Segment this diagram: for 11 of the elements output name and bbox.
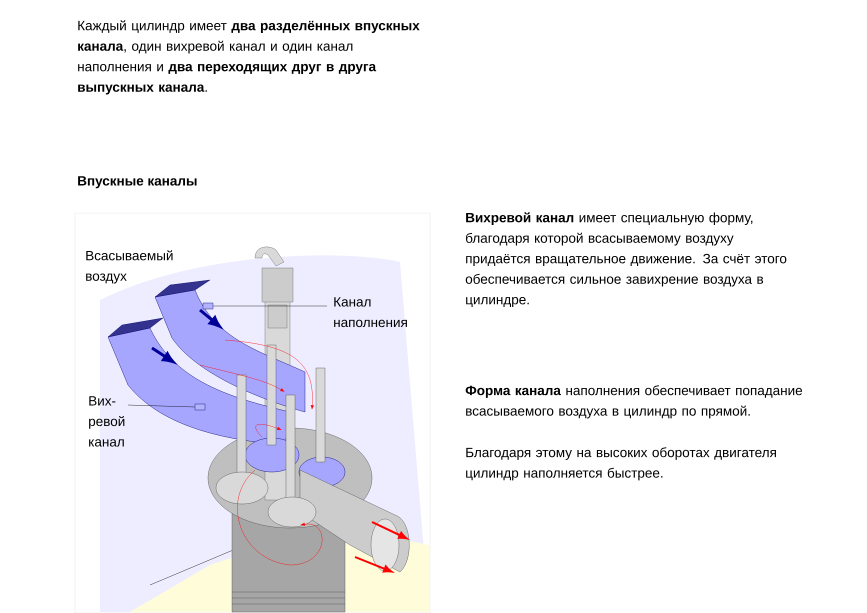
description-paragraph: Форма канала наполнения обеспечивает попадание всасываемого воздуха в цилиндр по прямой. xyxy=(466,385,802,418)
description-paragraph: Благодаря этому на высоких оборотах двигателя цилиндр наполняется быстрее. xyxy=(466,447,776,480)
leader-line xyxy=(128,404,195,408)
description-paragraph: Вихревой канал имеет специальную форму, благодаря которой всасываемому воздуху придаётся вращательное движение. За счёт этого обеспечивается сильное завихрение воздуха в цилиндре. xyxy=(466,212,786,308)
channel-part xyxy=(194,404,206,410)
intake-air-label: Всасываемый воздух xyxy=(86,250,173,284)
section-heading: Впускные каналы xyxy=(78,176,197,188)
part-label: Вих-ревой канал xyxy=(89,396,124,447)
part-label: Канал наполнения xyxy=(334,297,407,328)
channel-part xyxy=(202,302,214,310)
intro-paragraph: Каждый цилиндр имеет два разделённых впускных канала, один вихревой канал и один канал наполнения и два переходящих друг в друга выпускных канала. xyxy=(78,20,420,95)
